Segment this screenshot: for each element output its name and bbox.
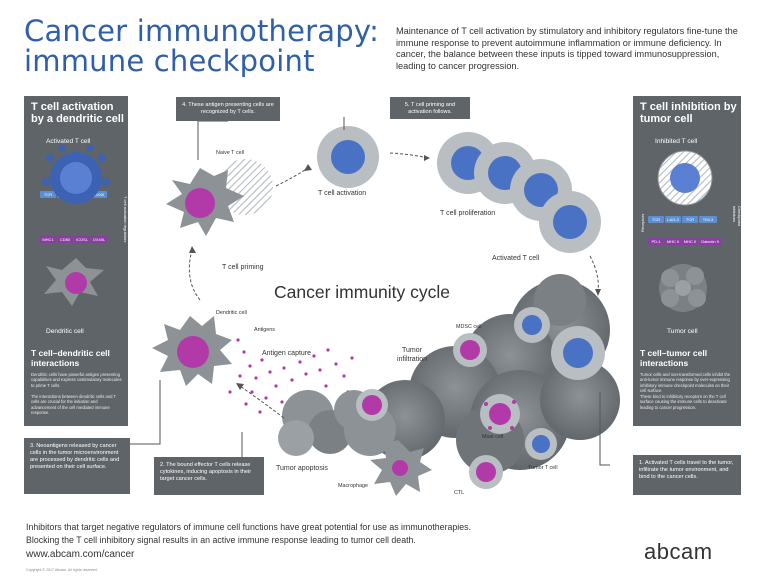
mdsc-cell: [453, 333, 487, 367]
footer-url[interactable]: www.abcam.com/cancer: [26, 549, 135, 560]
label-mast-cell: Mast cell: [482, 434, 504, 440]
macrophage-cell: [370, 440, 432, 496]
priming-dendritic-cell: [166, 168, 244, 236]
label-ctl: CTL: [454, 490, 465, 496]
label-t-cell-priming: T cell priming: [222, 264, 264, 271]
right-inhibited-t-cell: [657, 150, 713, 206]
label-antigens: Antigens: [254, 327, 275, 333]
copyright: Copyright © 2017 Abcam. All rights reser…: [26, 568, 98, 572]
activation-t-cell: [317, 126, 379, 188]
left-dendritic-label: Dendritic cell: [46, 328, 84, 335]
footer-line-2: Blocking the T cell inhibitory signal re…: [26, 534, 416, 545]
callout-1: 1. Activated T cells travel to the tumor…: [633, 455, 741, 495]
label-antigen-capture: Antigen capture: [262, 350, 312, 357]
label-tumor-t-cell: Tumor T cell: [528, 465, 558, 471]
right-ligand-1: PD-1: [648, 238, 664, 245]
label-t-cell-activation: T cell activation: [318, 190, 367, 197]
label-t-cell-proliferation: T cell proliferation: [440, 210, 496, 217]
label-macrophage: Macrophage: [338, 483, 368, 489]
cycle-label: Cancer immunity cycle: [274, 282, 451, 302]
intro-text: Maintenance of T cell activation by stim…: [396, 26, 738, 71]
callout-3: 3. Neoantigens released by cancer cells …: [24, 438, 130, 494]
tumor-t-cell-right: [551, 326, 605, 380]
tumor-t-cell-top: [514, 307, 550, 343]
label-naive-t-cell: Naive T cell: [216, 150, 244, 156]
arrow-heads: [189, 155, 601, 390]
left-panel-title: T cell activation by a dendritic cell: [31, 101, 124, 125]
right-panel-text-1: Tumor cells and non-transformed cells in…: [640, 372, 731, 394]
footer-text: Inhibitors that target negative regulato…: [26, 521, 471, 546]
label-tumor-apoptosis: Tumor apoptosis: [276, 465, 328, 472]
title-line-1: Cancer immunotherapy:: [24, 14, 380, 48]
right-inhibited-label: Inhibited T cell: [655, 138, 698, 145]
callout-connectors: [130, 117, 610, 466]
right-receptor-2: LAG-3: [665, 216, 681, 223]
right-ligand-4: Galectin 9: [699, 238, 721, 245]
right-panel-subtitle: T cell–tumor cell interactions: [640, 348, 708, 368]
left-ligand-3: ICOSL: [74, 236, 90, 243]
label-tumor-infiltration: Tumor infiltration: [397, 347, 427, 363]
infiltrating-cell: [356, 389, 388, 421]
left-ligand-2: CD80: [57, 236, 73, 243]
callout-5: 5. T cell priming and activation follows…: [390, 97, 470, 119]
left-activated-t-cell: [42, 144, 110, 204]
left-panel-text-2: The interactions between dendritic cells…: [31, 394, 117, 416]
left-panel-subtitle: T cell–dendritic cell interactions: [31, 348, 110, 368]
ctl-cell: [469, 455, 503, 489]
antigen-capture-dendritic-cell: [152, 316, 232, 386]
right-tumor-label: Tumor cell: [667, 328, 698, 335]
right-tumor-cell: [659, 264, 707, 312]
label-mdsc-cell: MDSC cell: [456, 324, 482, 330]
mast-cell: [480, 394, 520, 434]
proliferating-t-cells: [437, 132, 601, 253]
left-ligand-1: MHC1: [40, 236, 56, 243]
label-activated-t-cell: Activated T cell: [492, 255, 540, 262]
tumor-t-cell-bottom: [525, 428, 557, 460]
left-receptor-4: OX40: [91, 191, 107, 198]
page-title: Cancer immunotherapy: immune checkpoint: [24, 16, 379, 76]
label-dendritic-cell: Dendritic cell: [216, 310, 247, 316]
right-panel-text-2: These bind to inhibitory receptors on th…: [640, 394, 727, 410]
callout-4: 4. These antigen presenting cells are re…: [176, 97, 280, 121]
right-panel: T cell inhibition by tumor cell Inhibite…: [633, 96, 741, 426]
right-ligand-3: MHC II: [682, 238, 698, 245]
left-ligand-4: OX40L: [91, 236, 107, 243]
left-receptor-1: TCR: [40, 191, 56, 198]
right-panel-title: T cell inhibition by tumor cell: [640, 101, 737, 125]
abcam-logo: abcam: [644, 539, 713, 564]
title-line-2: immune checkpoint: [24, 44, 315, 78]
right-ligand-2: MHC II: [665, 238, 681, 245]
right-receptor-1: TCR: [648, 216, 664, 223]
callout-2: 2. The bound effector T cells release cy…: [154, 457, 264, 495]
left-panel-text-1: Dendritic cells have powerful antigen pr…: [31, 372, 122, 388]
right-receptor-4: TIM-3: [699, 216, 717, 223]
left-dendritic-cell: [44, 258, 104, 306]
footer-line-1: Inhibitors that target negative regulato…: [26, 522, 471, 532]
right-receptor-3: TCR: [682, 216, 698, 223]
left-activated-label: Activated T cell: [46, 138, 91, 145]
